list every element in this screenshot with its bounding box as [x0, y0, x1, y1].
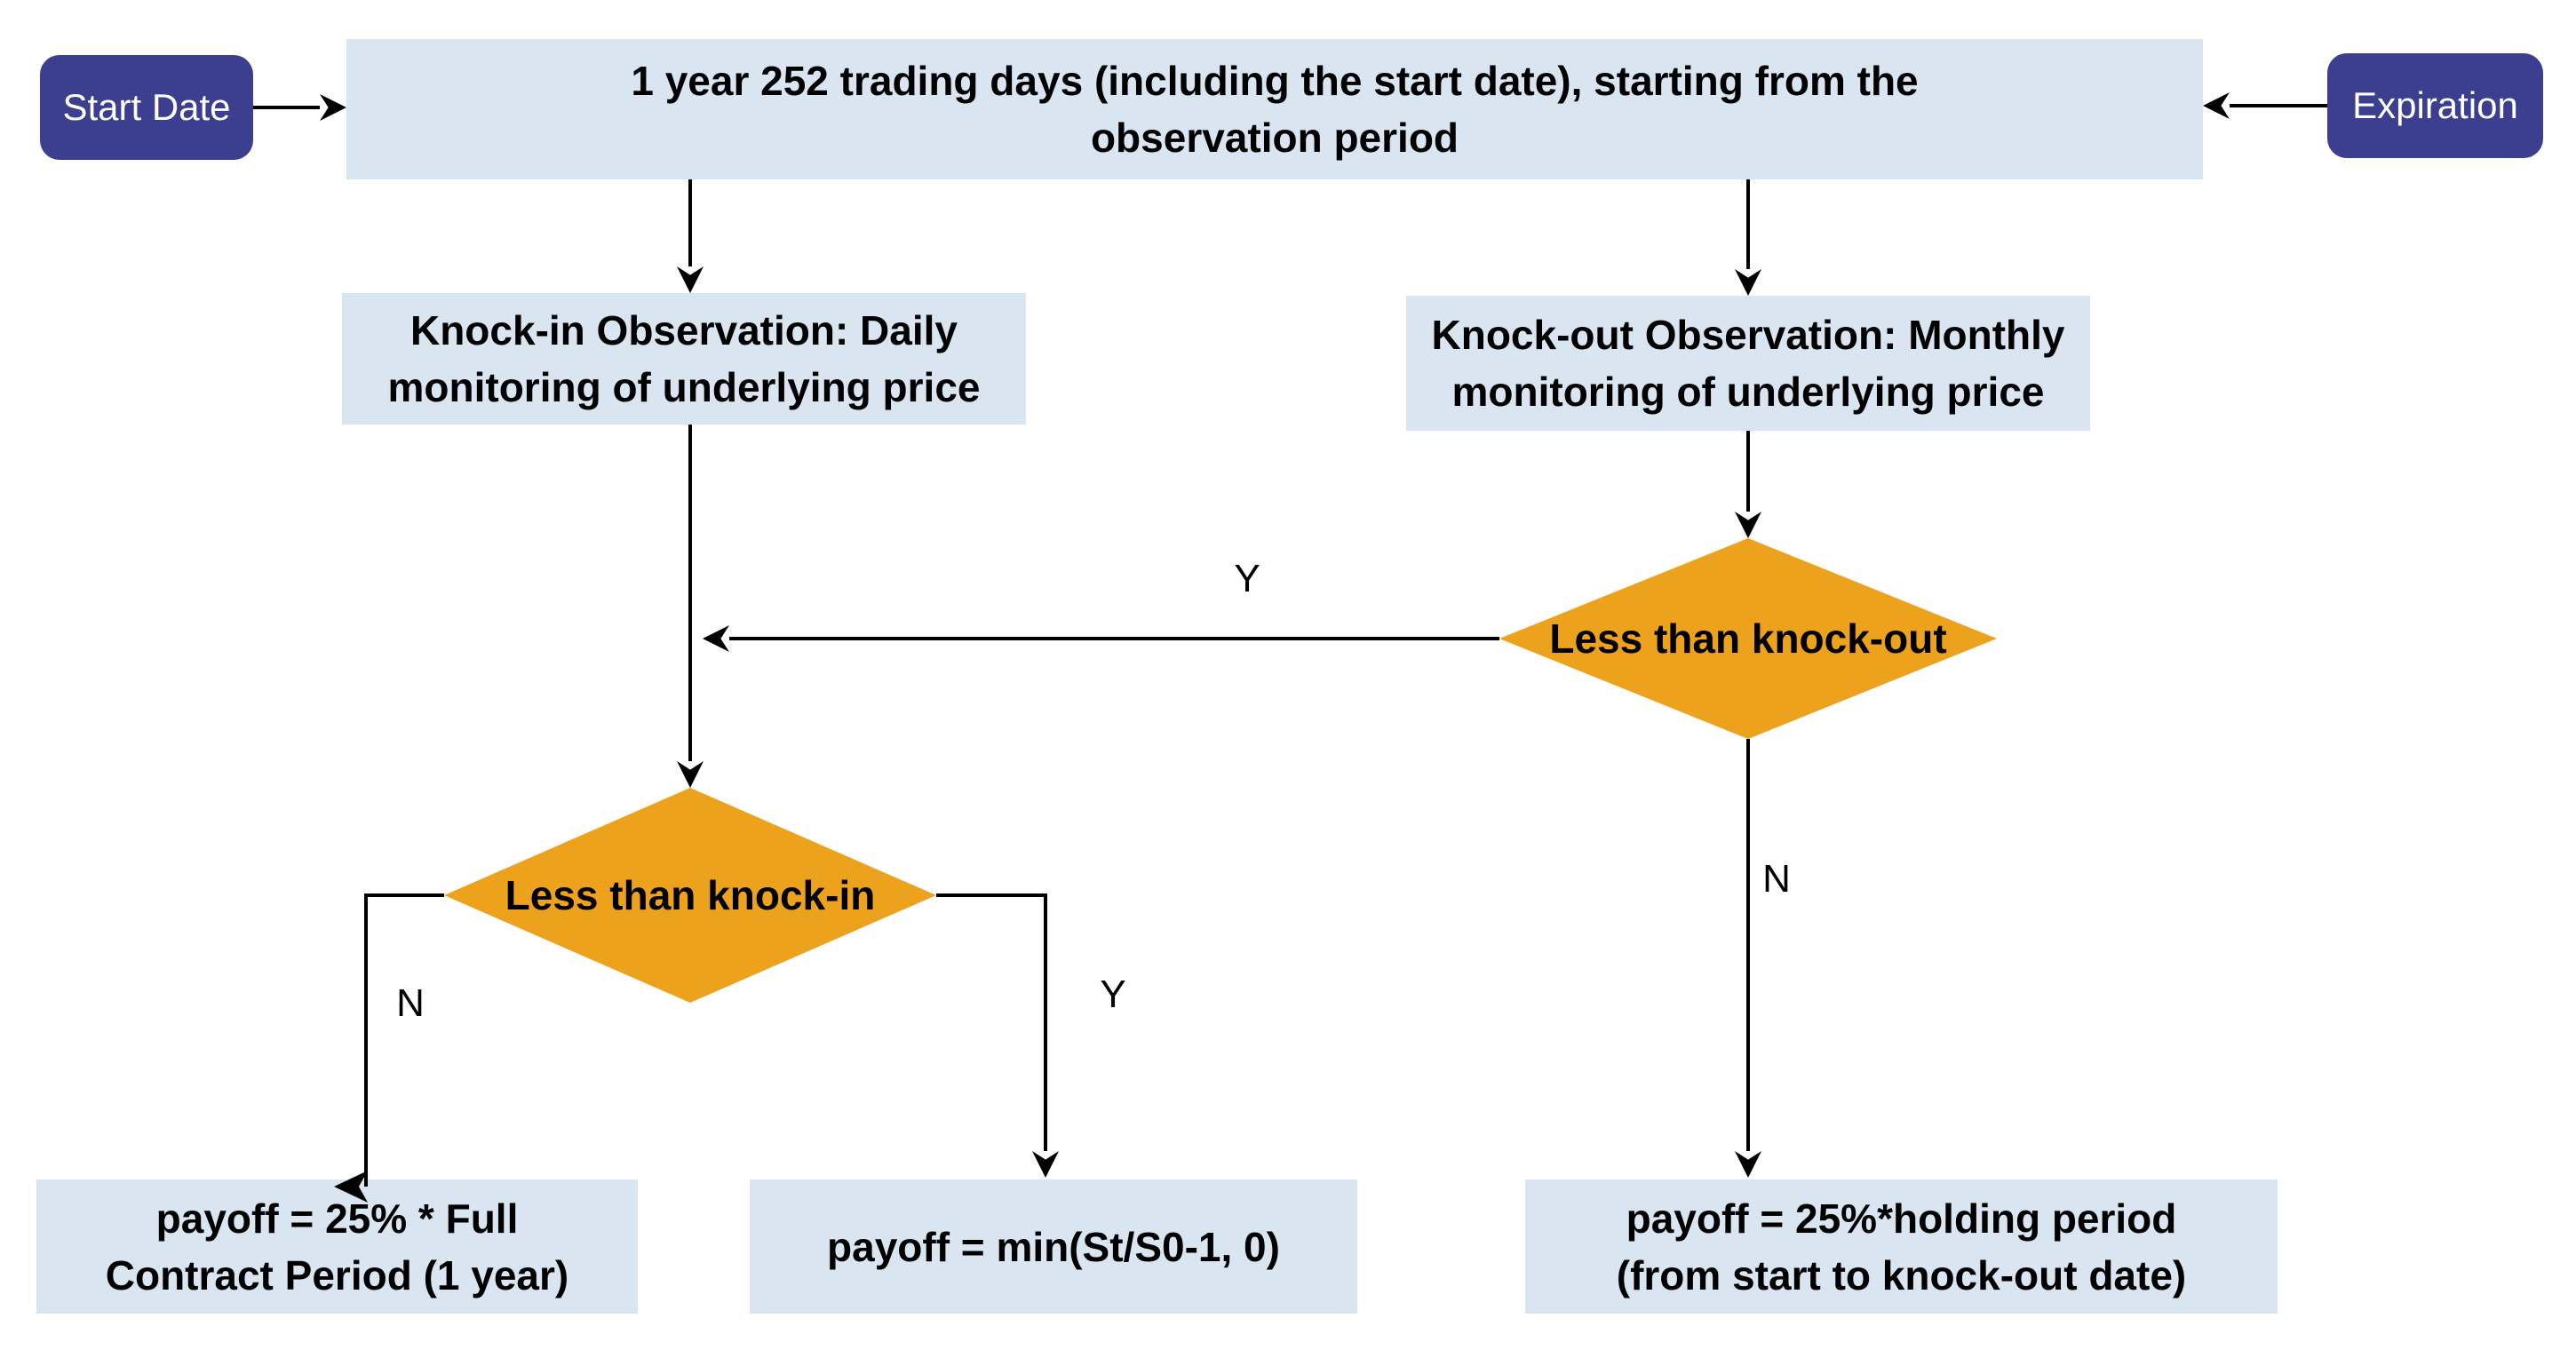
payoff-min-line1: payoff = min(St/S0-1, 0)	[827, 1223, 1280, 1270]
payoff-full-contract-node: payoff = 25% * Full Contract Period (1 y…	[36, 1179, 638, 1314]
less-than-knock-out-label: Less than knock-out	[1549, 615, 1947, 662]
knock-in-observation-line2: monitoring of underlying price	[387, 364, 981, 410]
knock-out-observation-node: Knock-out Observation: Monthly monitorin…	[1406, 296, 2090, 431]
start-date-label: Start Date	[62, 86, 231, 128]
payoff-full-contract-line2: Contract Period (1 year)	[105, 1251, 569, 1298]
knock-out-observation-line1: Knock-out Observation: Monthly	[1431, 312, 2065, 358]
knock-out-yes-label: Y	[1234, 557, 1260, 600]
payoff-min-node: payoff = min(St/S0-1, 0)	[750, 1179, 1357, 1314]
knock-in-observation-node: Knock-in Observation: Daily monitoring o…	[342, 293, 1026, 425]
expiration-node: Expiration	[2327, 53, 2543, 158]
knock-out-observation-line2: monitoring of underlying price	[1451, 369, 2045, 415]
knock-out-no-label: N	[1762, 857, 1791, 901]
payoff-holding-period-line2: (from start to knock-out date)	[1616, 1251, 2187, 1298]
arrow-knock-in-no-branch	[364, 893, 444, 1187]
knock-in-observation-line1: Knock-in Observation: Daily	[409, 307, 958, 353]
start-date-node: Start Date	[40, 55, 253, 160]
arrow-knock-in-yes-branch	[936, 893, 1059, 1178]
knock-in-yes-label: Y	[1100, 973, 1126, 1016]
observation-period-line1: 1 year 252 trading days (including the s…	[631, 58, 1919, 104]
payoff-full-contract-line1: payoff = 25% * Full	[155, 1195, 519, 1242]
payoff-holding-period-line1: payoff = 25%*holding period	[1626, 1195, 2177, 1242]
observation-period-line2: observation period	[1090, 115, 1459, 161]
less-than-knock-in-label: Less than knock-in	[505, 872, 876, 918]
expiration-label: Expiration	[2352, 84, 2518, 126]
observation-period-node: 1 year 252 trading days (including the s…	[346, 39, 2203, 179]
payoff-holding-period-node: payoff = 25%*holding period (from start …	[1525, 1179, 2278, 1314]
knock-in-no-label: N	[396, 981, 425, 1025]
